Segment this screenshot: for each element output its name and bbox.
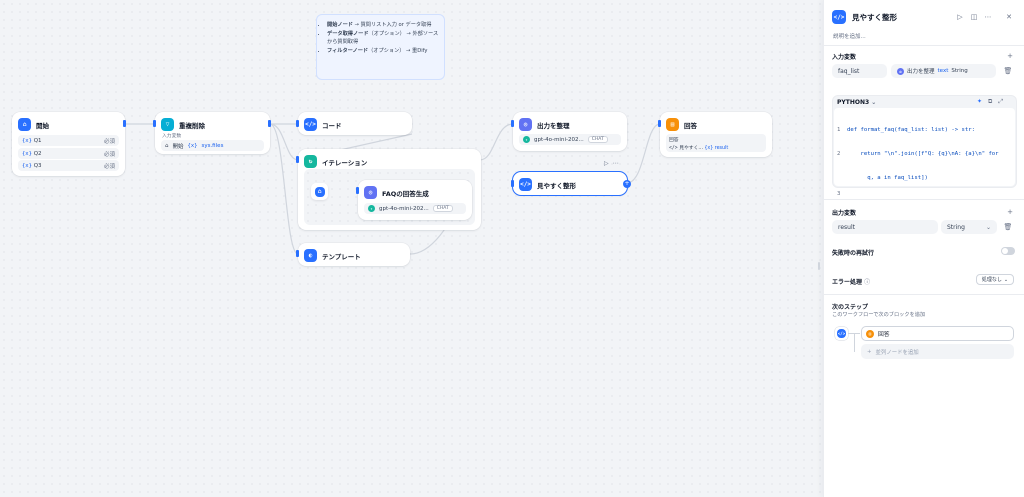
output-type-select[interactable]: String⌄ [941, 220, 997, 234]
iteration-start[interactable]: ⌂ [311, 183, 328, 200]
openai-icon: ✦ [523, 136, 530, 143]
copy-icon[interactable]: ⧉ [988, 98, 993, 105]
node-title: テンプレート [322, 252, 361, 261]
run-icon[interactable]: ▷ [957, 13, 963, 21]
output-section-label: 出力変数 [832, 210, 857, 217]
retry-label: 失敗時の再試行 [832, 250, 875, 257]
panel-resize-handle[interactable] [818, 262, 820, 270]
openai-icon: ✦ [368, 205, 375, 212]
note-item: フィルターノード（オプション） → 重Dify [327, 47, 439, 56]
loop-icon: ↻ [304, 155, 317, 168]
sparkle-icon[interactable]: ✦ [977, 98, 983, 105]
chevron-down-icon: ⌄ [985, 223, 991, 231]
node-settings-panel: </> 見やすく整形 ▷ ◫ ⋯ ✕ 説明を追加... 入力変数 + faq_l… [823, 0, 1024, 497]
run-icon[interactable]: ▷ [604, 160, 609, 167]
var-ref: ⌂開始{x}sys.files [161, 140, 264, 151]
output-var-name[interactable]: result [832, 220, 938, 234]
next-step-desc: このワークフローで次のブロックを追加 [832, 312, 926, 318]
panel-title[interactable]: 見やすく整形 [852, 12, 897, 22]
node-handle[interactable] [658, 120, 661, 127]
code-icon: </> [519, 178, 532, 191]
home-icon: ⌂ [165, 142, 169, 149]
code-line: q, a in faq_list]) [847, 175, 928, 181]
answer-content: 回答 </> 見やすく... {x} result [666, 134, 766, 152]
node-title: FAQの回答生成 [382, 189, 429, 198]
node-title: 出力を整理 [537, 121, 570, 130]
node-handle[interactable] [511, 180, 514, 187]
node-handle[interactable] [296, 120, 299, 127]
retry-toggle[interactable] [1001, 247, 1015, 255]
delete-icon[interactable]: 🗑 [1003, 67, 1013, 75]
home-icon: ⌂ [18, 118, 31, 131]
input-section-label: 入力変数 [832, 54, 857, 61]
next-step-node[interactable]: ▤ 回答 [861, 326, 1014, 341]
code-icon: </> [832, 10, 846, 24]
language-select[interactable]: PYTHON3 ⌄ [837, 99, 877, 106]
node-sublabel: 入力変数 [162, 134, 182, 139]
template-icon: ◐ [304, 249, 317, 262]
node-title: 開始 [36, 121, 49, 130]
info-icon: ⓘ [864, 279, 871, 286]
expand-icon[interactable]: ⤢ [998, 98, 1004, 105]
node-code[interactable]: </> コード [298, 112, 412, 135]
node-title: 回答 [684, 121, 697, 130]
node-template[interactable]: ◐ テンプレート [298, 243, 410, 266]
chevron-down-icon: ⌄ [1003, 276, 1009, 283]
description-input[interactable]: 説明を追加... [833, 34, 866, 40]
more-icon[interactable]: ⋯ [984, 13, 992, 21]
node-title: イテレーション [322, 158, 368, 167]
note-item: データ取得ノード（オプション） → 外部ソースから質問取得 [327, 30, 439, 47]
node-pretty[interactable]: </> 見やすく整形 [512, 171, 628, 196]
home-icon: ⌂ [314, 186, 325, 197]
next-step-label: 次のステップ [832, 304, 869, 311]
llm-icon: ◎ [897, 67, 904, 75]
code-icon: </> [304, 118, 317, 131]
close-icon[interactable]: ✕ [1006, 13, 1012, 21]
add-icon[interactable]: + [1007, 52, 1013, 60]
node-handle[interactable] [153, 120, 156, 127]
node-title: 見やすく整形 [537, 181, 576, 190]
node-handle[interactable] [296, 156, 299, 163]
code-icon: </> [837, 329, 846, 338]
node-faq-gen[interactable]: ◎ FAQの回答生成 ✦ gpt-4o-mini-202...CHAT [358, 180, 472, 220]
answer-icon: ▤ [866, 329, 874, 338]
llm-icon: ◎ [519, 118, 532, 131]
note-item: 開始ノード → 質問リスト入力 or データ取得 [327, 21, 439, 30]
node-title: 重複削除 [179, 121, 205, 130]
llm-icon: ◎ [364, 186, 377, 199]
node-toolbar: ▷⋯ [604, 160, 619, 167]
plus-icon: + [867, 348, 872, 355]
add-icon[interactable]: + [1007, 208, 1013, 216]
node-dedupe[interactable]: ▽ 重複削除 入力変数 ⌂開始{x}sys.files [155, 112, 270, 154]
error-select[interactable]: 処理なし⌄ [976, 274, 1014, 285]
node-handle[interactable] [268, 120, 271, 127]
more-icon[interactable]: ⋯ [612, 160, 619, 167]
input-var-name[interactable]: faq_list [832, 64, 887, 78]
code-line: return "\n".join([f"Q: {q}\nA: {a}\n" fo… [847, 151, 999, 157]
node-handle[interactable] [356, 187, 359, 194]
node-format-out[interactable]: ◎ 出力を整理 ✦ gpt-4o-mini-202...CHAT [513, 112, 627, 151]
add-parallel-node-button[interactable]: +並列ノードを追加 [861, 344, 1014, 359]
node-handle[interactable] [296, 250, 299, 257]
add-node-handle[interactable]: + [623, 180, 631, 188]
code-editor[interactable]: PYTHON3 ⌄ ✦ ⧉ ⤢ 1 2 3 def format_faq(faq… [832, 95, 1017, 197]
note-card[interactable]: 開始ノード → 質問リスト入力 or データ取得 データ取得ノード（オプション）… [316, 14, 445, 80]
delete-icon[interactable]: 🗑 [1003, 223, 1013, 231]
model-row: ✦ gpt-4o-mini-202...CHAT [364, 203, 466, 214]
answer-icon: ▤ [666, 118, 679, 131]
node-handle[interactable] [511, 120, 514, 127]
model-row: ✦ gpt-4o-mini-202...CHAT [519, 134, 621, 145]
node-title: コード [322, 121, 342, 130]
error-label: エラー処理 ⓘ [832, 279, 871, 286]
filter-icon: ▽ [161, 118, 174, 131]
node-handle[interactable] [123, 120, 126, 127]
split-view-icon[interactable]: ◫ [970, 13, 978, 21]
node-answer[interactable]: ▤ 回答 回答 </> 見やすく... {x} result [660, 112, 772, 157]
code-line: def format_faq(faq_list: list) -> str: [847, 127, 975, 133]
